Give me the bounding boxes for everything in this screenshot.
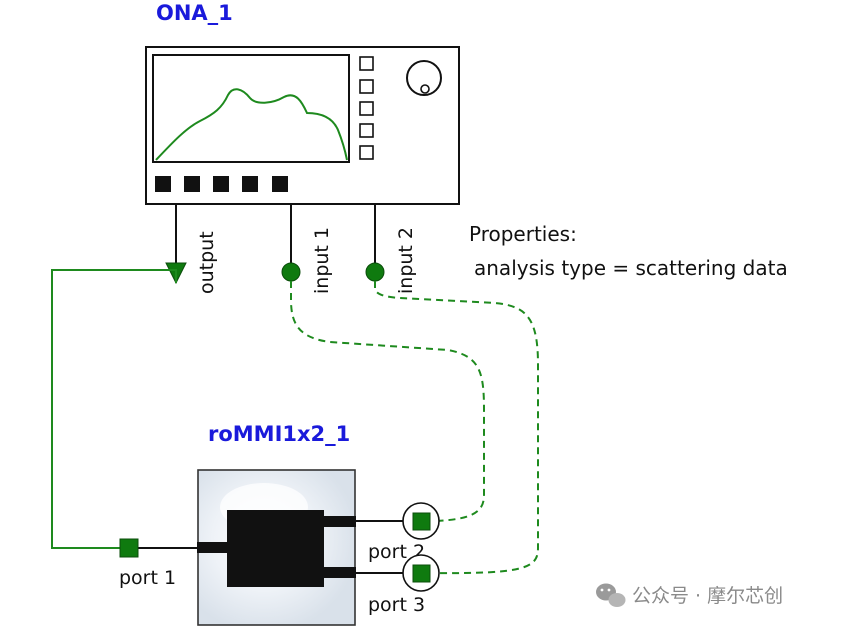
ona-bottom-button[interactable] [242,176,258,192]
properties-analysis-type: analysis type = scattering data [474,256,788,280]
ona-output-label: output [196,231,218,294]
ona-instrument[interactable]: ONA_1 [145,1,460,205]
properties-header: Properties: [469,222,577,246]
ona-input1-label: input 1 [311,227,333,294]
input2-port-dot-icon[interactable] [365,262,385,282]
ona-screen [152,54,350,163]
wechat-icon [596,583,626,607]
watermark: 公众号 · 摩尔芯创 [596,583,783,607]
input2-to-port3-wire[interactable] [374,281,539,575]
ona-port-output[interactable]: output [165,204,218,294]
ona-side-buttons [359,56,374,160]
mmi-output-waveguide-1 [323,516,356,527]
input1-port-dot-icon[interactable] [281,262,301,282]
ona-bottom-button[interactable] [155,176,171,192]
ona-knob-icon[interactable] [406,60,442,96]
mmi-port3[interactable]: port 3 [355,554,440,616]
mmi-component[interactable]: roMMI1x2_1 [197,422,356,626]
ona-bottom-button[interactable] [184,176,200,192]
ona-side-button[interactable] [359,79,374,94]
ona-name-label: ONA_1 [156,1,233,25]
ona-input2-label: input 2 [395,227,417,294]
mmi-port1[interactable]: port 1 [119,538,198,589]
mmi-output-waveguide-2 [323,567,356,578]
ona-side-button[interactable] [359,145,374,160]
mmi-port2[interactable]: port 2 [355,502,440,563]
watermark-text: 公众号 · 摩尔芯创 [632,585,783,607]
port3-square-icon[interactable] [412,564,431,583]
ona-trace-curve [155,88,348,161]
mmi-port1-label: port 1 [119,567,176,589]
port2-square-icon[interactable] [412,512,431,531]
ona-bottom-button[interactable] [213,176,229,192]
mmi-input-waveguide [197,542,229,553]
ona-side-button[interactable] [359,56,374,71]
mmi-core [227,510,324,587]
ona-side-button[interactable] [359,101,374,116]
output-to-port1-wire[interactable] [51,269,177,549]
input1-to-port2-wire[interactable] [290,281,485,522]
mmi-port3-label: port 3 [368,594,425,616]
ona-port-input1[interactable]: input 1 [281,204,333,294]
ona-port-input2[interactable]: input 2 [365,204,417,294]
ona-bottom-buttons [155,176,288,192]
ona-side-button[interactable] [359,123,374,138]
mmi-name-label: roMMI1x2_1 [208,422,350,446]
ona-bottom-button[interactable] [272,176,288,192]
port1-square-icon[interactable] [119,538,139,558]
